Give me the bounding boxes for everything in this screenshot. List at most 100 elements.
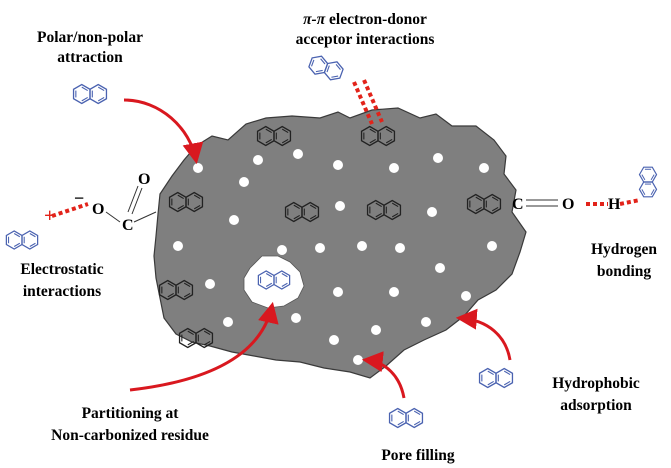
double-bond [203,340,211,346]
charge-plus: + [44,205,55,227]
benzene-ring [383,199,402,221]
double-bond [311,59,315,67]
pore [205,279,215,289]
pore [435,263,445,273]
double-bond [315,69,323,73]
molecule-surface-2 [360,125,396,147]
charge-minus: − [74,188,84,208]
left-carbon: C [122,217,134,234]
pore [253,155,263,165]
pore [193,163,203,173]
pore [173,241,183,251]
double-bond [29,233,36,238]
double-bond [265,273,273,278]
arrow-hydrophobic-adsorption [455,308,512,361]
benzene-ring [301,201,320,223]
double-bond [293,214,300,220]
pore [329,335,339,345]
left-o-c-bond [105,211,121,223]
double-bond [187,330,194,336]
double-bond [187,340,194,346]
double-bond [475,206,482,212]
pore [315,243,325,253]
pore [277,245,287,255]
double-bond [641,189,646,195]
pore [333,160,343,170]
double-bond [281,273,288,278]
benzene-ring [638,181,658,198]
double-bond [81,96,88,102]
arrow-partitioning [129,301,279,392]
benzene-ring [273,270,291,290]
label-hydrophobic-line1: Hydrophobic [552,375,640,392]
molecule-surface-5 [366,199,402,221]
label-hbond-line1: Hydrogen [591,241,657,258]
double-bond [391,212,399,218]
double-bond [335,64,341,70]
pore [335,201,345,211]
benzene-ring [195,327,214,349]
double-bond [281,138,289,144]
molecule-surface-4 [284,201,320,223]
right-carbon: C [512,196,524,213]
benzene-ring [21,230,39,250]
double-bond [320,58,326,65]
molecule-pi-donor [308,55,344,81]
benzene-ring [377,125,396,147]
double-bond [167,282,174,288]
double-bond [177,204,184,210]
double-bond [183,292,191,298]
double-bond [487,380,494,386]
hydrogen-to-molecule-line [619,198,641,206]
double-bond [97,86,105,92]
pi-line1-rest: electron-donor [325,11,427,28]
double-bond [265,282,273,287]
double-bond [203,330,211,336]
labels: Polar/non-polar attraction π-π electron-… [20,11,657,464]
double-bond [309,204,317,210]
pore [357,241,367,251]
double-bond [375,202,382,208]
label-electrostatic-line2: interactions [23,283,101,300]
label-partition-line1: Partitioning at [82,405,180,422]
double-bond [281,282,288,287]
double-bond [193,204,201,210]
chemistry-symbols: + − O C O C O H [44,171,621,234]
pore [461,291,471,301]
label-pore-filling: Pore filling [381,447,455,464]
pi-pi-line-1 [352,81,374,125]
double-bond [281,128,289,134]
double-bond [641,174,646,181]
double-bond [475,196,482,202]
molecule-surface-1 [256,125,292,147]
label-partition-line2: Non-carbonized residue [51,427,209,444]
double-bond [487,370,494,376]
benzene-ring [483,193,502,215]
molecule-surface-6 [466,193,502,215]
left-c-o-double-bond-a [127,185,139,213]
double-bond [183,282,191,288]
pore [223,317,233,327]
arrows [123,98,512,399]
double-bond [650,189,655,195]
benzene-ring [89,83,108,105]
double-bond [413,410,421,416]
label-hbond-line2: bonding [597,263,652,280]
left-oxygen: O [92,201,104,218]
arrow-pore-filling [361,351,406,399]
pi-symbol: π-π [303,11,326,28]
pi-pi-line-2 [362,79,384,123]
right-oxygen: O [562,196,574,213]
pore [427,207,437,217]
double-bond [293,204,300,210]
hydrogen-atom: H [608,196,621,213]
left-c-biochar-bond [133,211,157,223]
double-bond [13,233,21,238]
pore [389,287,399,297]
double-bond [331,75,339,78]
pores [173,149,497,365]
double-bond [650,174,655,181]
label-polar-line1: Polar/non-polar [37,29,143,46]
